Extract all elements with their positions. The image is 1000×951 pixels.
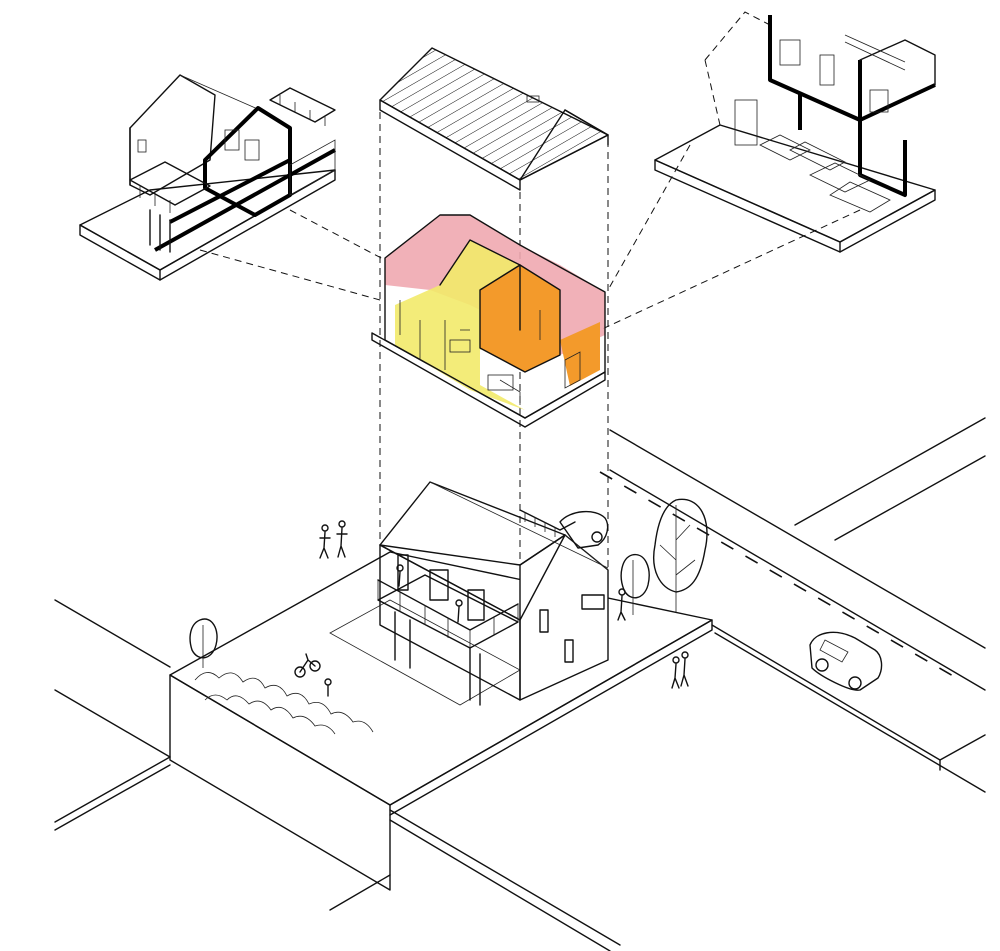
road-lines bbox=[54, 417, 986, 951]
tree-icon-small bbox=[620, 554, 650, 615]
upper-floor-view bbox=[79, 74, 336, 281]
interior-section-view bbox=[654, 11, 936, 253]
roof-view bbox=[379, 47, 609, 191]
tree-icon-left bbox=[189, 618, 218, 668]
site-plot bbox=[169, 551, 713, 891]
bicycle-icon bbox=[294, 653, 332, 697]
car-icon-parked bbox=[559, 511, 609, 549]
car-icon bbox=[809, 631, 883, 691]
person-icon-group bbox=[319, 520, 689, 689]
tree-icon-large bbox=[653, 498, 708, 612]
floor-zones-view bbox=[371, 214, 606, 428]
site-house bbox=[377, 481, 609, 706]
